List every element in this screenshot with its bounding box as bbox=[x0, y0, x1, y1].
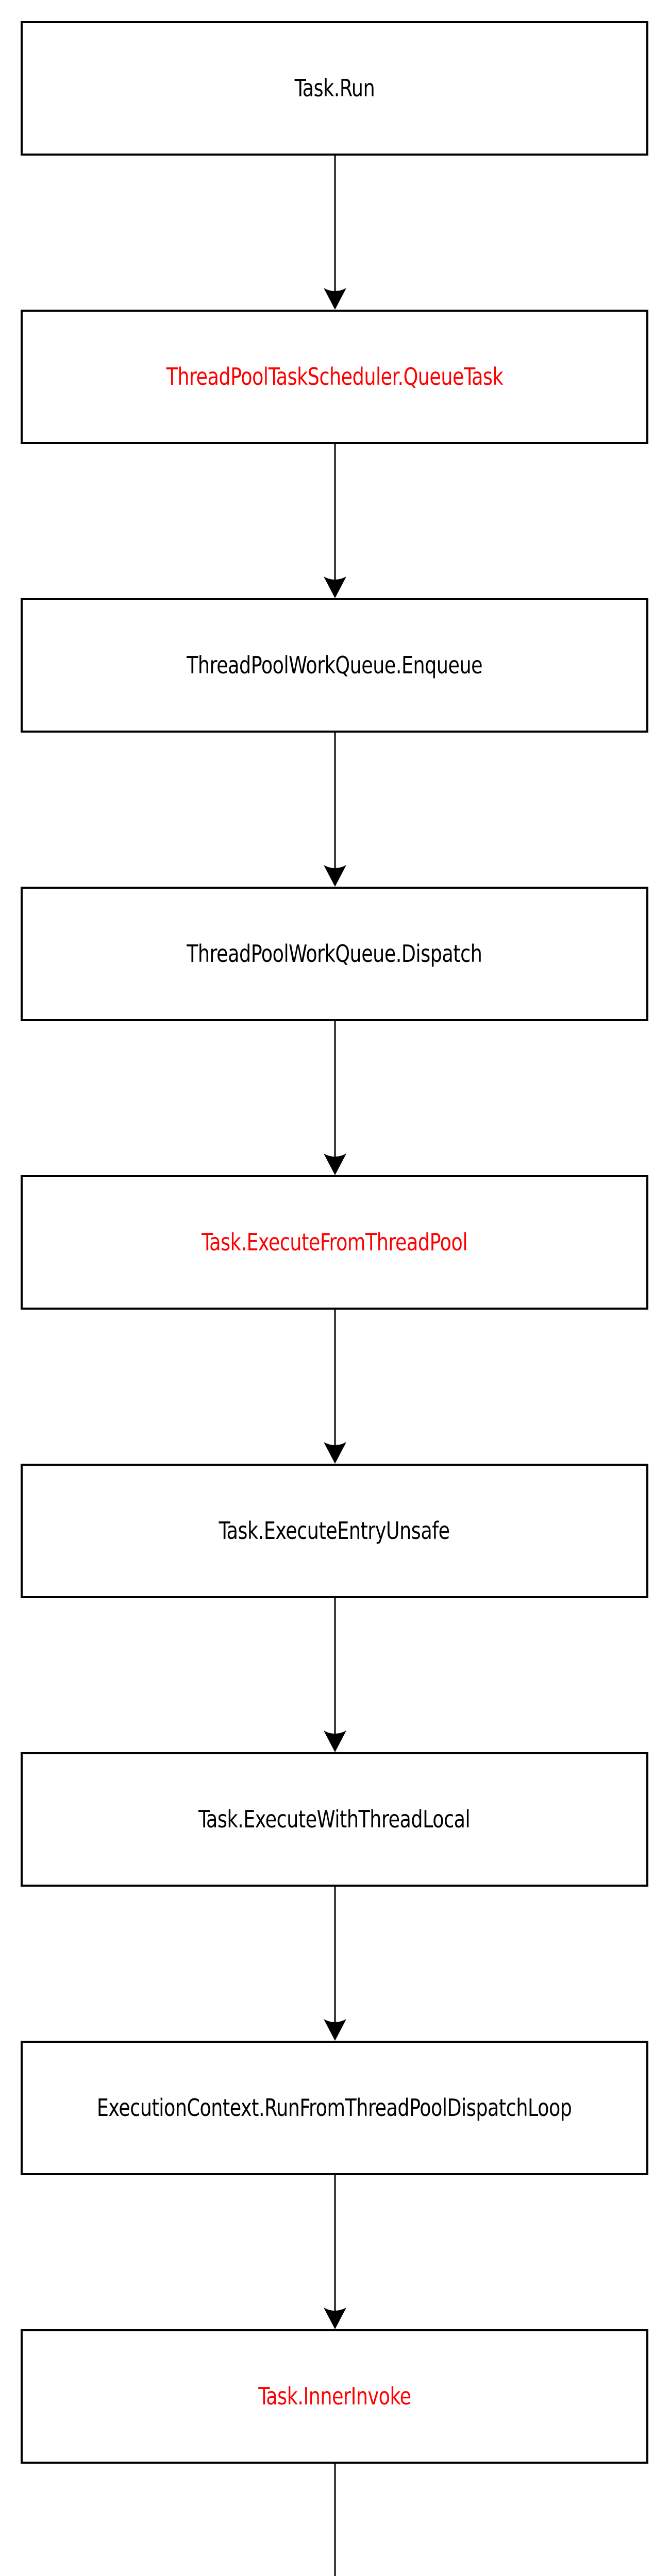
flow-node-n4[interactable]: ThreadPoolWorkQueue.Dispatch bbox=[21, 887, 648, 1021]
arrow-head-icon bbox=[324, 1154, 346, 1175]
arrow-head-icon bbox=[324, 865, 346, 887]
flow-node-n2[interactable]: ThreadPoolTaskScheduler.QueueTask bbox=[21, 310, 648, 444]
arrow-head-icon bbox=[324, 1442, 346, 1464]
flow-node-n6[interactable]: Task.ExecuteEntryUnsafe bbox=[21, 1464, 648, 1598]
flow-arrow-n7-to-n8 bbox=[0, 1887, 670, 2041]
arrow-head-icon bbox=[324, 1731, 346, 1752]
flow-node-label: Task.ExecuteEntryUnsafe bbox=[219, 1517, 450, 1545]
flow-arrow-n5-to-n6 bbox=[0, 1310, 670, 1464]
flow-arrow-n3-to-n4 bbox=[0, 733, 670, 887]
arrow-head-icon bbox=[324, 2308, 346, 2329]
flow-node-n9[interactable]: Task.InnerInvoke bbox=[21, 2329, 648, 2464]
flow-node-label: ThreadPoolWorkQueue.Enqueue bbox=[187, 651, 482, 680]
flow-node-n1[interactable]: Task.Run bbox=[21, 21, 648, 156]
flow-node-label: Task.Run bbox=[294, 74, 375, 103]
flow-node-label: ThreadPoolWorkQueue.Dispatch bbox=[187, 940, 482, 968]
flow-arrow-n9-to-n10 bbox=[0, 2464, 670, 2576]
flow-node-n7[interactable]: Task.ExecuteWithThreadLocal bbox=[21, 1752, 648, 1887]
arrow-head-icon bbox=[324, 288, 346, 310]
flow-arrow-n8-to-n9 bbox=[0, 2175, 670, 2329]
arrow-head-icon bbox=[324, 2019, 346, 2041]
arrow-head-icon bbox=[324, 577, 346, 598]
flow-node-label: Task.ExecuteFromThreadPool bbox=[202, 1228, 467, 1257]
flow-node-label: ThreadPoolTaskScheduler.QueueTask bbox=[166, 363, 503, 391]
flow-arrow-n6-to-n7 bbox=[0, 1598, 670, 1752]
flow-node-label: Task.ExecuteWithThreadLocal bbox=[198, 1805, 471, 1834]
flow-arrow-n4-to-n5 bbox=[0, 1021, 670, 1175]
flow-node-n3[interactable]: ThreadPoolWorkQueue.Enqueue bbox=[21, 598, 648, 733]
flow-node-label: Task.InnerInvoke bbox=[258, 2382, 411, 2411]
flow-node-n5[interactable]: Task.ExecuteFromThreadPool bbox=[21, 1175, 648, 1310]
flow-arrow-n2-to-n3 bbox=[0, 444, 670, 598]
flow-node-n8[interactable]: ExecutionContext.RunFromThreadPoolDispat… bbox=[21, 2041, 648, 2175]
flow-arrow-n1-to-n2 bbox=[0, 156, 670, 310]
flow-node-label: ExecutionContext.RunFromThreadPoolDispat… bbox=[97, 2094, 572, 2122]
